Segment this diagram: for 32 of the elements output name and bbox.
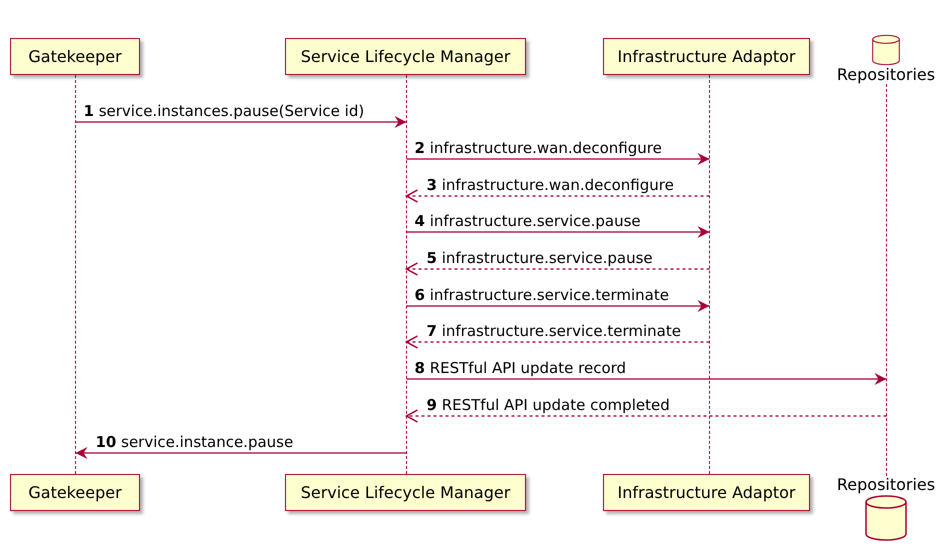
message-label: 1 service.instances.pause(Service id) (84, 102, 364, 120)
message-label: 2 infrastructure.wan.deconfigure (414, 139, 662, 157)
message-arrow (406, 409, 886, 423)
message-arrow (406, 153, 710, 165)
participant-box: Service Lifecycle Manager (285, 38, 526, 75)
participant-label: Repositories (836, 66, 936, 84)
message-arrow (406, 262, 710, 276)
lifeline (886, 84, 887, 476)
message-label: 9 RESTful API update completed (426, 396, 670, 414)
message-arrow (76, 447, 406, 459)
participant-box: Infrastructure Adaptor (603, 38, 810, 75)
message-arrow (406, 335, 710, 349)
participant-box: Service Lifecycle Manager (285, 474, 526, 511)
message-label: 6 infrastructure.service.terminate (414, 286, 669, 304)
message-arrow (76, 116, 406, 128)
message-arrow (406, 300, 710, 312)
message-label: 10 service.instance.pause (96, 433, 294, 451)
participant-box: Gatekeeper (10, 38, 140, 75)
message-label: 4 infrastructure.service.pause (414, 212, 641, 230)
message-arrow (406, 226, 710, 238)
message-label: 5 infrastructure.service.pause (426, 249, 653, 267)
message-label: 7 infrastructure.service.terminate (426, 322, 681, 340)
participant-box: Gatekeeper (10, 474, 140, 511)
message-label: 8 RESTful API update record (414, 359, 626, 377)
message-arrow (406, 373, 886, 385)
message-arrow (406, 189, 710, 203)
lifeline (709, 75, 710, 474)
participant-box: Infrastructure Adaptor (603, 474, 810, 511)
lifeline (406, 75, 407, 474)
message-label: 3 infrastructure.wan.deconfigure (426, 176, 674, 194)
lifeline (75, 75, 76, 474)
participant-label: Repositories (836, 476, 936, 494)
